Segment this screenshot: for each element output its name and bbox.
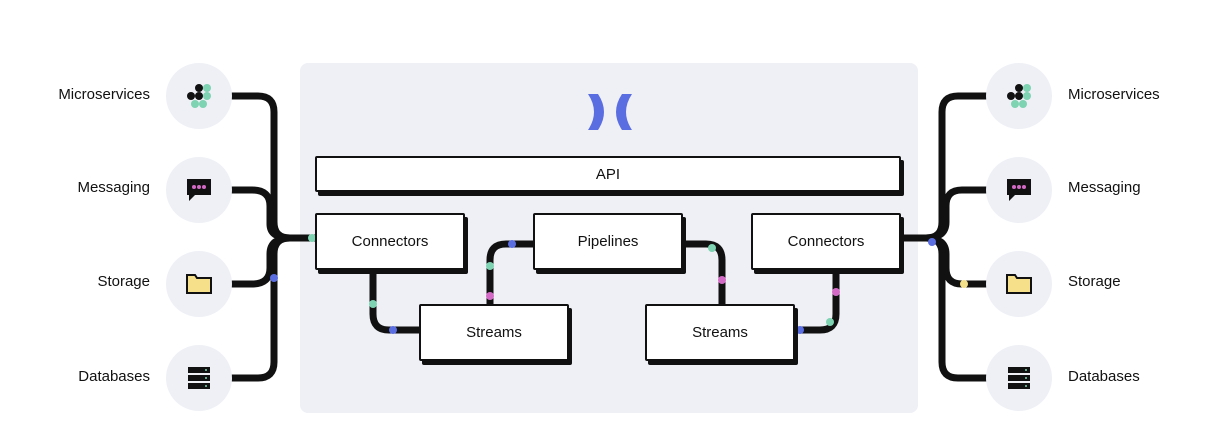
wire-dot <box>270 274 278 282</box>
left-databases-label: Databases <box>78 368 150 385</box>
pipelines-box: Pipelines <box>533 213 683 270</box>
microservices-icon <box>187 84 211 108</box>
wire-dot <box>708 244 716 252</box>
streams-right-box: Streams <box>645 304 795 361</box>
wire-right-messaging <box>922 186 992 242</box>
microservices-icon <box>1007 84 1031 108</box>
pipelines-label: Pipelines <box>577 233 639 250</box>
wire-streams-connectors-right <box>792 266 840 334</box>
wire-dot <box>486 262 494 270</box>
right-storage-label: Storage <box>1068 273 1121 290</box>
api-label: API <box>595 165 621 183</box>
storage-folder-icon <box>186 274 212 294</box>
wire-dot <box>796 326 804 334</box>
api-bar: API <box>315 156 901 192</box>
wire-dot <box>960 280 968 288</box>
wire-streams-pipelines <box>486 240 538 309</box>
right-microservices-label: Microservices <box>1068 86 1160 103</box>
left-messaging-label: Messaging <box>77 179 150 196</box>
wire-dot <box>486 292 494 300</box>
connectors-left-box: Connectors <box>315 213 465 270</box>
streams-left-label: Streams <box>466 324 522 341</box>
left-messaging-node <box>166 157 232 223</box>
left-storage-node <box>166 251 232 317</box>
left-microservices-label: Microservices <box>58 86 150 103</box>
left-microservices-node <box>166 63 232 129</box>
wire-left-storage <box>228 234 294 288</box>
database-icon <box>1008 367 1030 389</box>
wire-left-messaging <box>228 186 294 242</box>
streams-right-label: Streams <box>692 324 748 341</box>
wire-dot <box>832 288 840 296</box>
right-messaging-label: Messaging <box>1068 179 1141 196</box>
streams-left-box: Streams <box>419 304 569 361</box>
messaging-icon <box>1007 179 1031 201</box>
connectors-right-box: Connectors <box>751 213 901 270</box>
dx-logo-icon <box>588 94 632 130</box>
database-icon <box>188 367 210 389</box>
wire-dot <box>308 234 316 242</box>
right-microservices-node <box>986 63 1052 129</box>
connectors-left-label: Connectors <box>351 233 429 250</box>
right-storage-node <box>986 251 1052 317</box>
right-messaging-node <box>986 157 1052 223</box>
wire-connectors-streams-left <box>369 266 424 334</box>
wire-left-databases <box>228 234 294 382</box>
left-databases-node <box>166 345 232 411</box>
wire-dot <box>826 318 834 326</box>
wire-right-databases <box>922 234 992 382</box>
wire-pipelines-streams <box>680 240 726 309</box>
wire-dot <box>718 276 726 284</box>
wire-dot <box>389 326 397 334</box>
wire-right-storage <box>922 234 992 288</box>
messaging-icon <box>187 179 211 201</box>
connectors-right-label: Connectors <box>787 233 865 250</box>
wire-left-microservices <box>228 92 320 242</box>
wire-dot <box>928 238 936 246</box>
right-databases-label: Databases <box>1068 368 1140 385</box>
right-databases-node <box>986 345 1052 411</box>
wire-dot <box>508 240 516 248</box>
left-storage-label: Storage <box>97 273 150 290</box>
storage-folder-icon <box>1006 274 1032 294</box>
wire-dot <box>369 300 377 308</box>
